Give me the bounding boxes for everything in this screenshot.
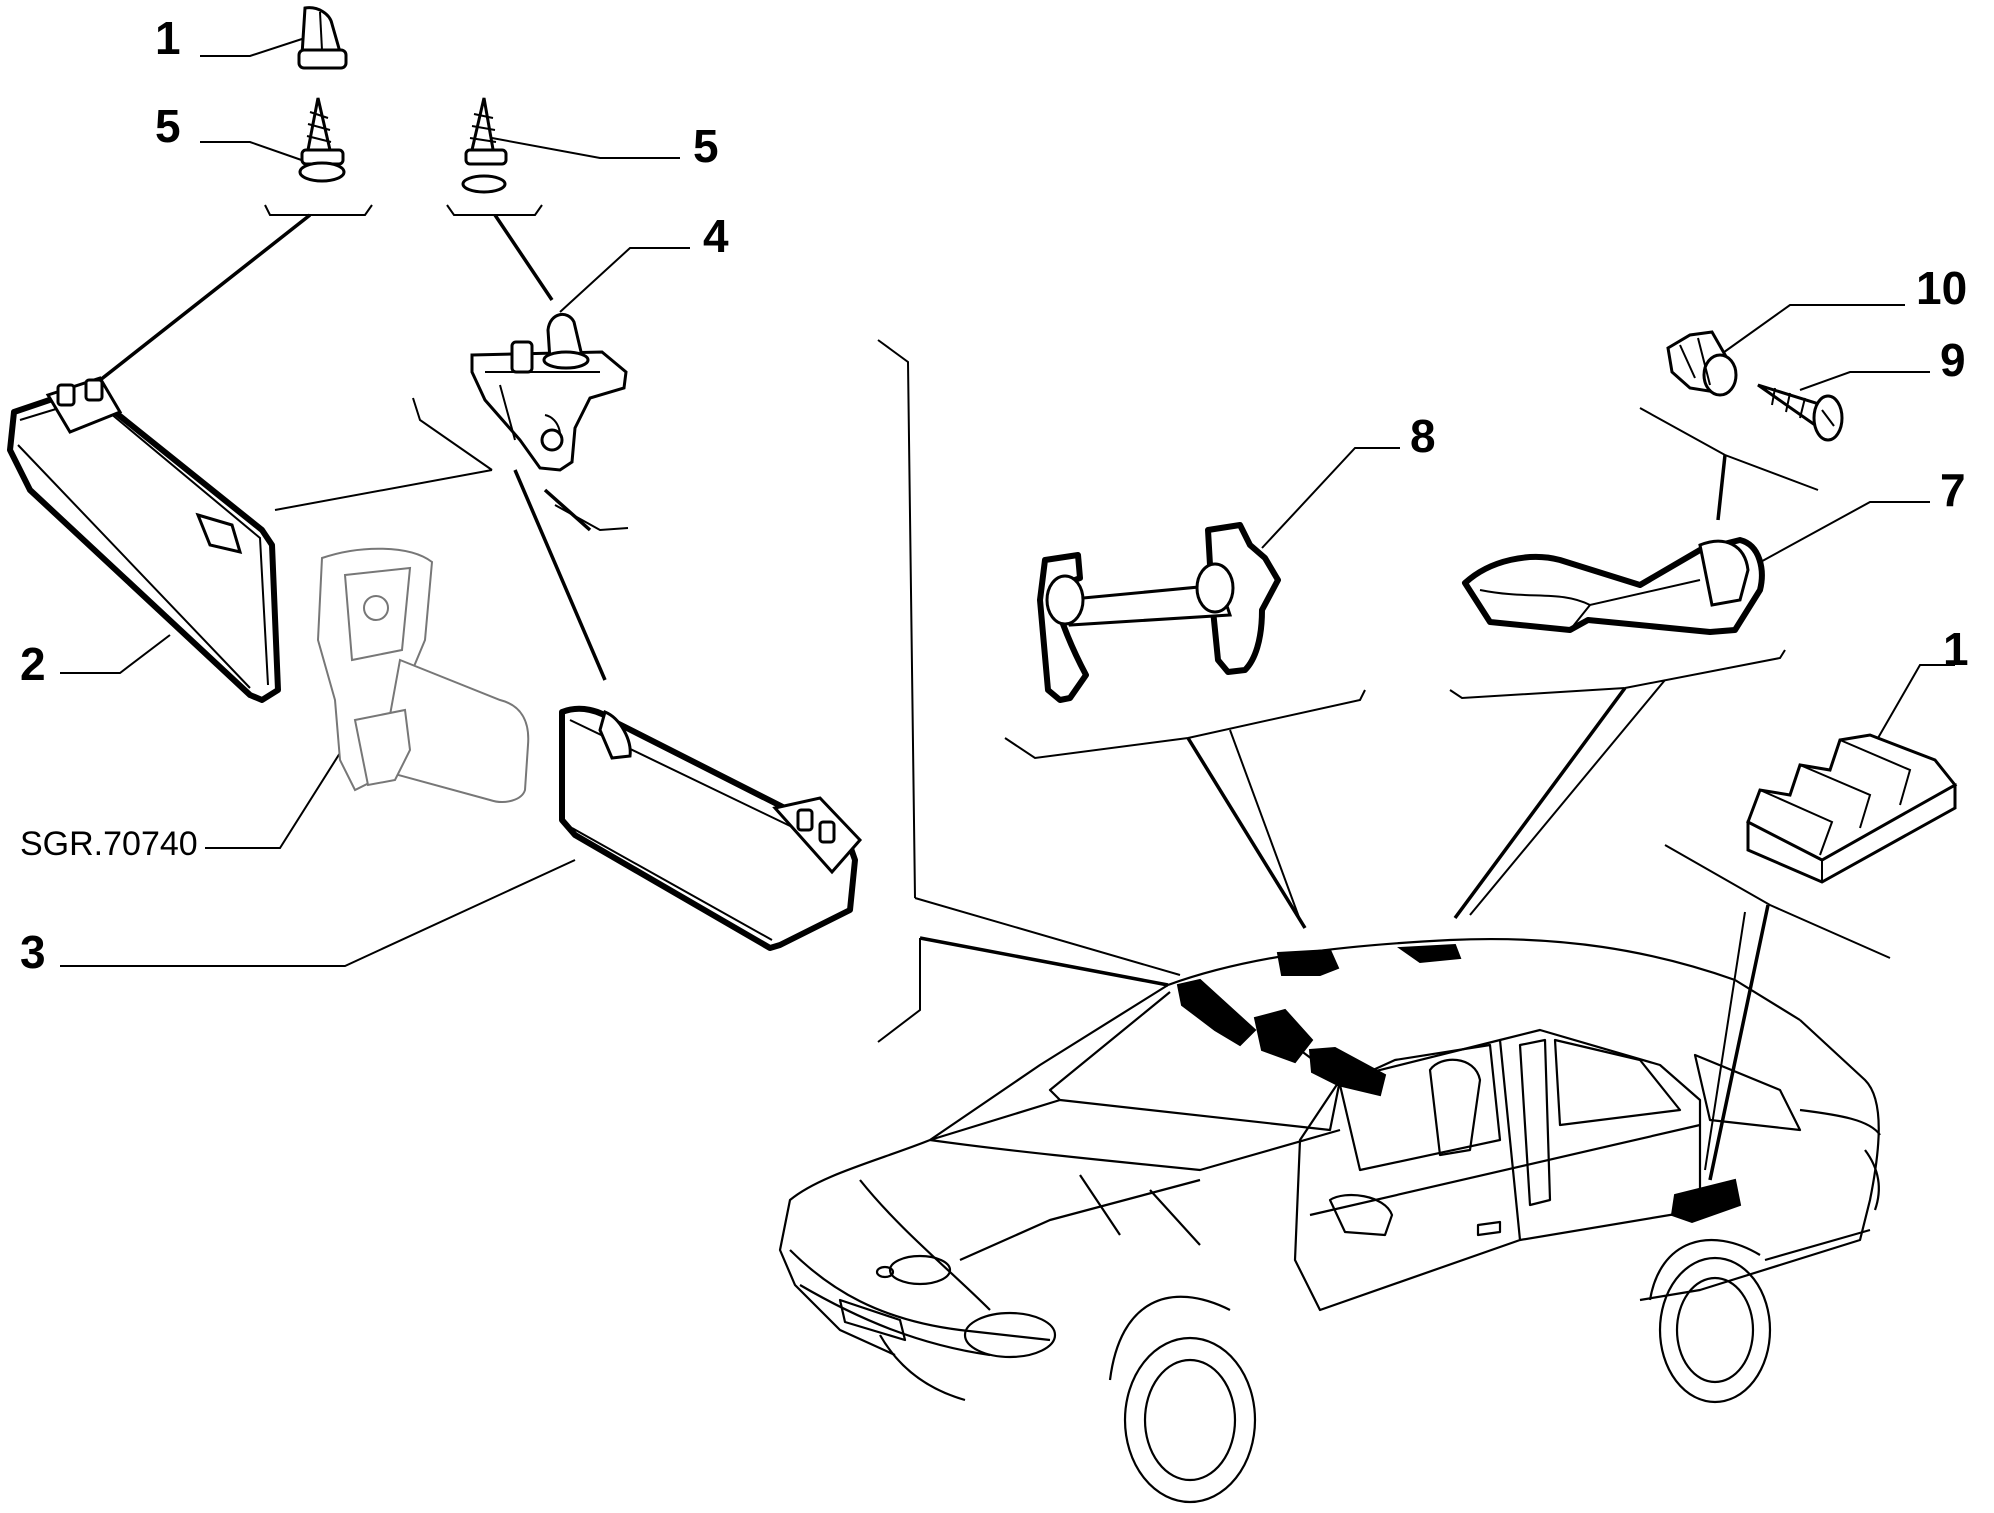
location-pad: [1670, 1178, 1742, 1224]
location-grab-handle-front: [1276, 948, 1340, 976]
location-right-visor: [1308, 1046, 1387, 1097]
car-roof: [1167, 937, 1801, 1021]
location-mirror: [1253, 1008, 1314, 1064]
callout-1: 1: [1943, 623, 1969, 675]
car-illustration: [778, 937, 1881, 1504]
rear-view-mirror: [316, 547, 530, 803]
car-rear-wheel: [1658, 1256, 1772, 1404]
part-5-screw-right: [461, 97, 508, 194]
callout-5-right: 5: [693, 120, 719, 172]
part-9-screw: [1757, 383, 1844, 442]
callout-3: 3: [20, 926, 46, 978]
assembly-guide-lines: [88, 204, 1891, 1181]
callout-9: 9: [1940, 334, 1966, 386]
part-8-grab-handle: [1037, 522, 1281, 703]
callout-8: 8: [1410, 410, 1436, 462]
part-3-sun-visor-right: [559, 705, 863, 951]
callout-2: 2: [20, 638, 46, 690]
reference-code: SGR.70740: [20, 825, 198, 863]
part-2-sun-visor-left: [7, 376, 281, 703]
car-front-wheel: [1123, 1336, 1257, 1504]
callout-7: 7: [1940, 464, 1966, 516]
leader-lines: [60, 37, 1955, 967]
part-10-plug: [1666, 330, 1738, 397]
part-6-cap-nut: [297, 6, 348, 70]
car-hood: [859, 1098, 1341, 1311]
location-left-visor: [1176, 978, 1257, 1047]
part-5-screw-left: [298, 97, 346, 183]
callout-10: 10: [1916, 262, 1967, 314]
part-1-pad: [1746, 733, 1958, 884]
car-rear-door: [1499, 1028, 1702, 1242]
part-7-handle: [1462, 537, 1765, 635]
callout-4: 4: [703, 210, 729, 262]
callout-5-left: 5: [155, 100, 181, 152]
highlighted-locations: [1176, 943, 1742, 1224]
callout-6: 1: [155, 12, 181, 64]
part-4-visor-bracket: [470, 313, 628, 472]
location-grab-handle-rear: [1397, 943, 1462, 964]
